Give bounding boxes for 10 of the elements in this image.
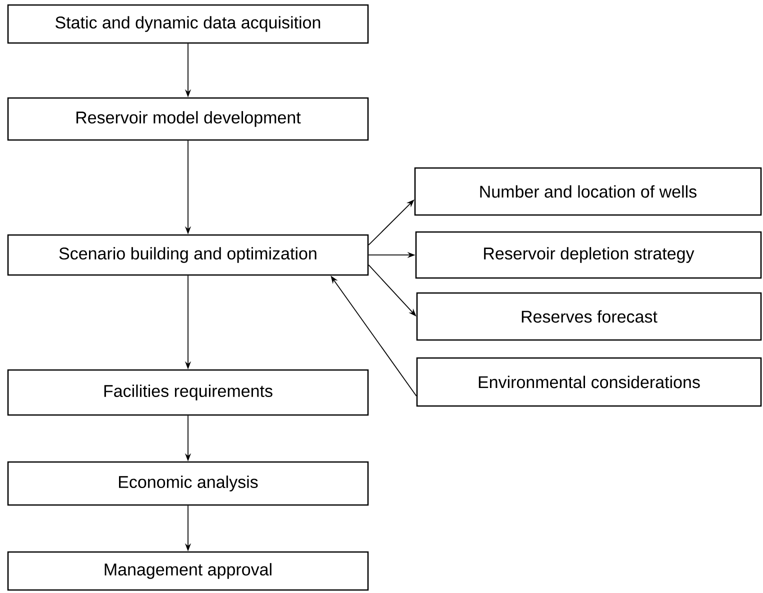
- process-box: Management approval: [7, 551, 369, 591]
- process-box: Reservoir depletion strategy: [415, 231, 762, 279]
- process-box: Economic analysis: [7, 461, 369, 506]
- process-box: Reservoir model development: [7, 97, 369, 141]
- process-box: Scenario building and optimization: [7, 234, 369, 276]
- process-box: Environmental considerations: [416, 357, 762, 407]
- process-box: Reserves forecast: [416, 292, 762, 341]
- process-box: Facilities requirements: [7, 369, 369, 416]
- process-box: Number and location of wells: [414, 167, 762, 216]
- process-box: Static and dynamic data acquisition: [7, 4, 369, 44]
